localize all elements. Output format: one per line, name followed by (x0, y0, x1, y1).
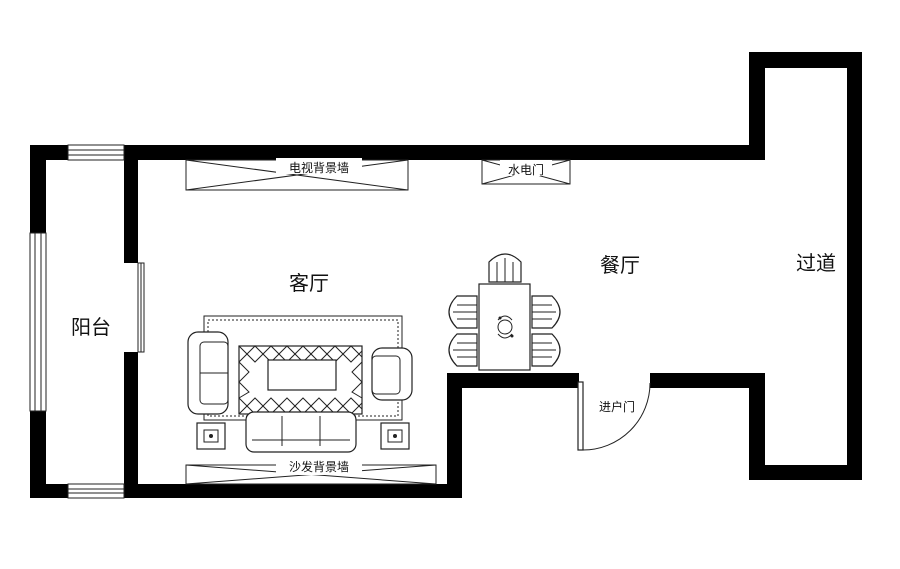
dining-set (448, 253, 561, 371)
dining-room-label: 餐厅 (600, 253, 640, 277)
coffee-table-pattern (238, 345, 363, 415)
entry-door: 进户门 (577, 373, 651, 451)
entry-door-label: 进户门 (599, 399, 635, 414)
table-centerpiece-icon (497, 315, 514, 339)
living-room-furniture (187, 315, 413, 453)
tv-wall-label: 电视背景墙 (289, 160, 349, 175)
water-meter-door-label: 水电门 (508, 162, 544, 177)
corridor-label: 过道 (796, 251, 836, 275)
windows (29, 144, 145, 499)
balcony-label: 阳台 (71, 315, 111, 339)
water-meter-door: 水电门 (481, 159, 571, 185)
sofa-wall-label: 沙发背景墙 (289, 459, 349, 474)
tv-wall: 电视背景墙 (185, 158, 409, 191)
living-room-label: 客厅 (289, 271, 329, 295)
sofa-wall: 沙发背景墙 (185, 457, 437, 485)
walls (30, 52, 862, 498)
